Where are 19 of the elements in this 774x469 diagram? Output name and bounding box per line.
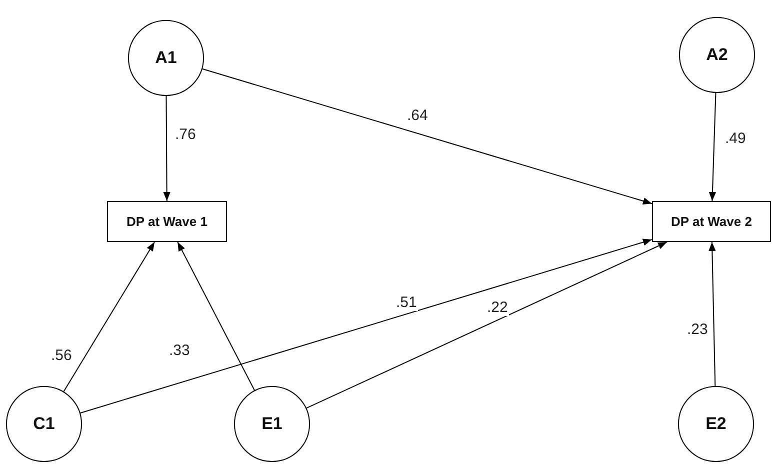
node-label: E2 — [706, 414, 726, 434]
arrow — [80, 238, 652, 414]
arrow — [163, 96, 170, 202]
observed-variable-box — [652, 201, 771, 242]
edge-label: .22 — [486, 300, 509, 316]
node-label: A1 — [155, 48, 177, 68]
arrow — [202, 68, 652, 205]
observed-variable-box — [107, 201, 227, 242]
edge-label: .51 — [395, 295, 418, 311]
node-label: C1 — [33, 414, 55, 434]
arrow — [177, 242, 255, 391]
node-label: A2 — [706, 45, 728, 65]
node-label: E1 — [262, 414, 282, 434]
node-label: DP at Wave 2 — [671, 214, 752, 229]
arrow — [63, 242, 156, 392]
arrow — [708, 242, 716, 386]
arrow — [306, 242, 668, 409]
arrow — [708, 92, 716, 202]
node-label: DP at Wave 1 — [126, 214, 208, 229]
